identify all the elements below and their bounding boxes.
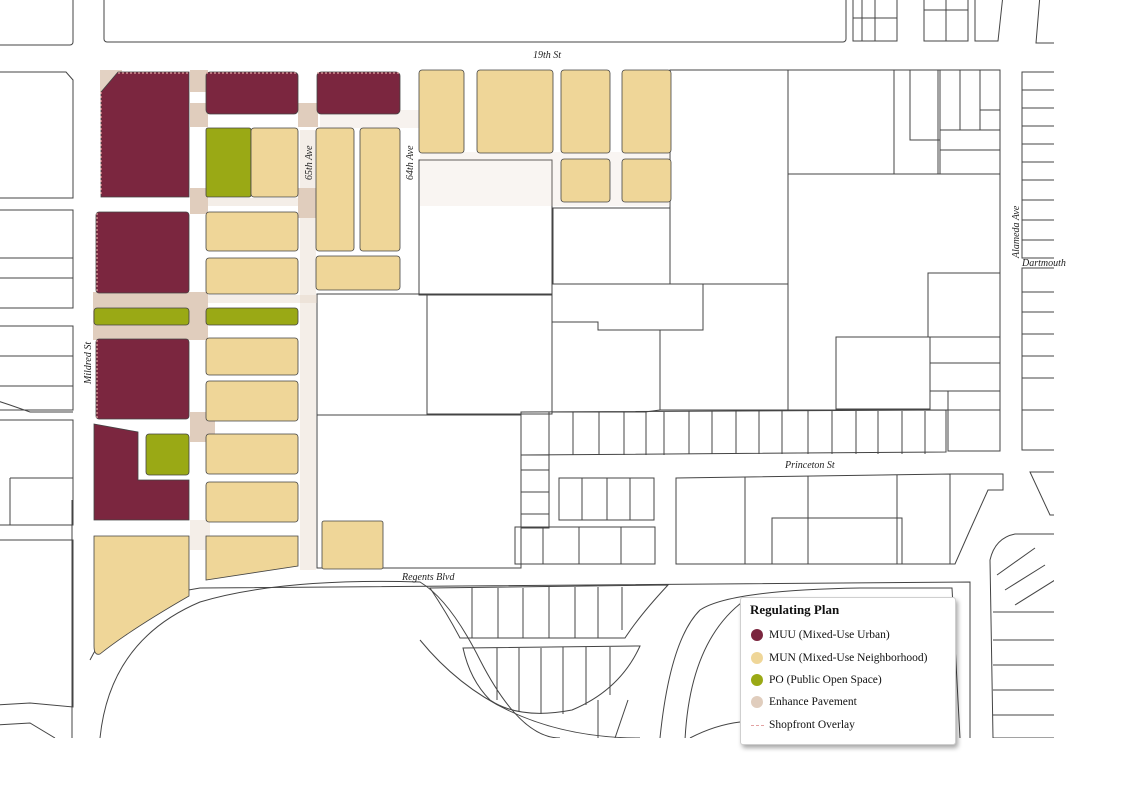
- shopfront-dashed-line-icon: [751, 724, 764, 726]
- mun-blocks: [93, 69, 672, 655]
- muu-swatch-icon: [751, 629, 763, 641]
- legend-title: Regulating Plan: [750, 602, 840, 617]
- mun-swatch-icon: [751, 652, 763, 664]
- street-label-19th: 19th St: [533, 50, 561, 61]
- street-label-65th: 65th Ave: [304, 145, 315, 180]
- legend-item-muu: MUU (Mixed-Use Urban): [751, 626, 890, 644]
- legend-item-shopfront: Shopfront Overlay: [751, 716, 855, 734]
- legend-item-pavement: Enhance Pavement: [751, 693, 857, 711]
- street-label-princeton: Princeton St: [784, 460, 835, 471]
- street-label-regents: Regents Blvd: [401, 572, 455, 583]
- po-blocks: [93, 127, 299, 476]
- shopfront-overlay-lines: [96, 72, 399, 418]
- street-label-mildred: Mildred St: [83, 342, 94, 385]
- legend-item-label: Enhance Pavement: [769, 696, 857, 708]
- legend-item-mun: MUN (Mixed-Use Neighborhood): [751, 649, 927, 667]
- legend-item-label: PO (Public Open Space): [769, 674, 882, 686]
- street-label-64th: 64th Ave: [405, 145, 416, 180]
- legend-item-label: Shopfront Overlay: [769, 719, 855, 731]
- street-label-dartmouth: Dartmouth: [1021, 258, 1066, 269]
- po-swatch-icon: [751, 674, 763, 686]
- legend-item-label: MUN (Mixed-Use Neighborhood): [769, 652, 928, 664]
- street-label-alameda: Alameda Ave: [1011, 205, 1022, 259]
- muu-blocks: [93, 71, 401, 521]
- legend-item-label: MUU (Mixed-Use Urban): [769, 629, 890, 641]
- legend-item-po: PO (Public Open Space): [751, 671, 882, 689]
- legend-panel: Regulating Plan MUU (Mixed-Use Urban) MU…: [740, 597, 956, 745]
- pavement-swatch-icon: [751, 696, 763, 708]
